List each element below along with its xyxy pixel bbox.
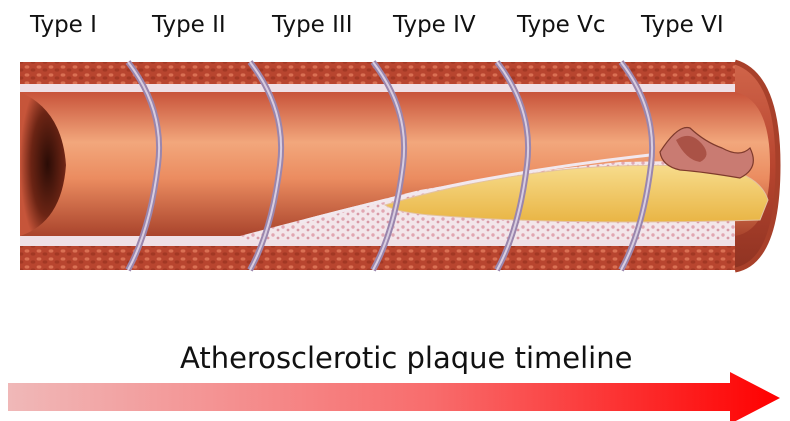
stage-label-type-vi: Type VI xyxy=(640,12,724,38)
top-intima xyxy=(20,84,735,92)
stage-label-type-vc: Type Vc xyxy=(516,12,606,38)
stage-labels: Type I Type II Type III Type IV Type Vc … xyxy=(29,12,724,38)
timeline-label: Atherosclerotic plaque timeline xyxy=(180,341,632,375)
stage-label-type-ii: Type II xyxy=(151,12,226,38)
timeline-arrow xyxy=(8,372,780,421)
stage-label-type-iii: Type III xyxy=(271,12,353,38)
artery-illustration xyxy=(20,62,778,270)
stage-label-type-iv: Type IV xyxy=(392,12,476,38)
timeline: Atherosclerotic plaque timeline xyxy=(8,341,780,421)
stage-label-type-i: Type I xyxy=(29,12,97,38)
